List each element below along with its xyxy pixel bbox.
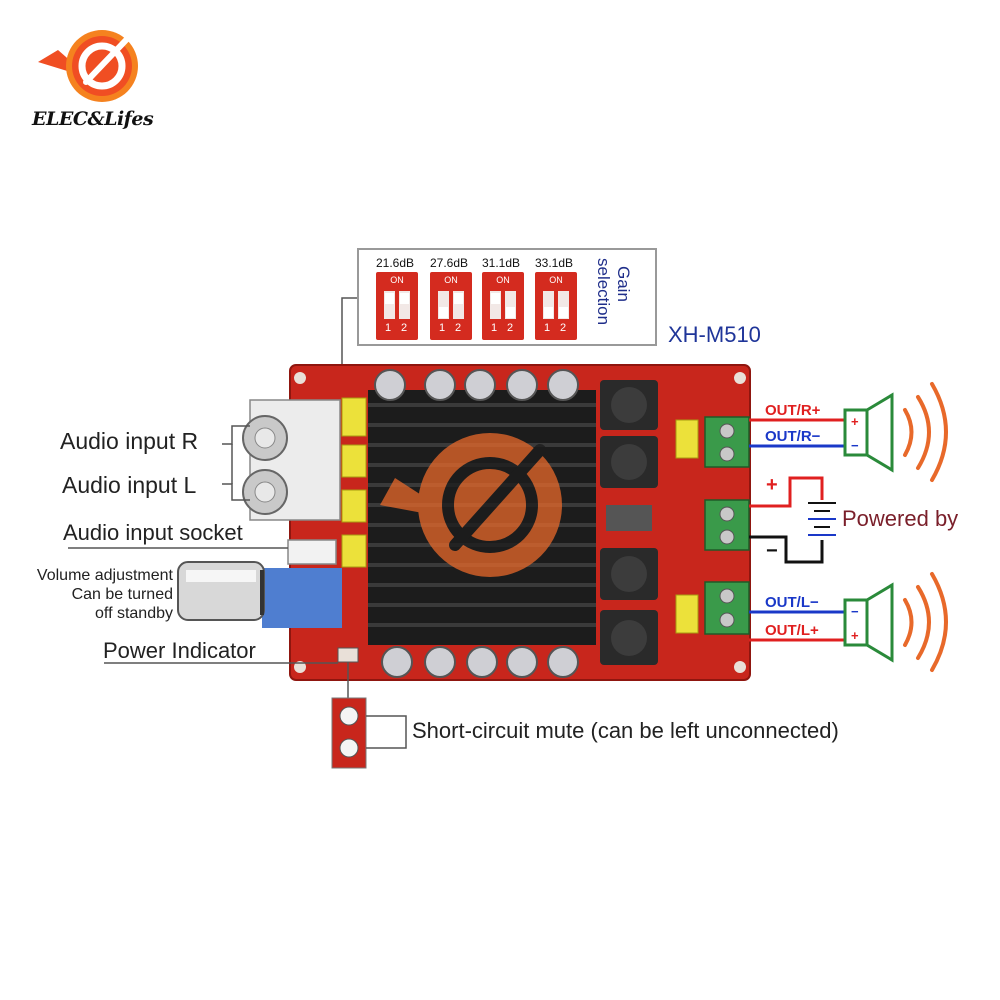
out-r-plus-label: OUT/R+ [765, 402, 821, 419]
dip-switch-number: 1 [491, 322, 498, 334]
dip-switch-number: 2 [455, 322, 462, 334]
svg-text:−: − [851, 438, 859, 453]
out-r-minus-label: OUT/R− [765, 428, 821, 445]
svg-text:+: + [851, 628, 859, 643]
audio-input-socket-label: Audio input socket [63, 520, 243, 545]
volume-adjustment-label: Volume adjustment Can be turned off stan… [37, 566, 173, 623]
short-circuit-mute-label: Short-circuit mute (can be left unconnec… [412, 718, 839, 743]
gain-option-2-label: 27.6dB [430, 256, 469, 270]
gain-option-1-label: 21.6dB [376, 256, 415, 270]
dip-switch-33-1db: ON 1 2 [535, 272, 577, 340]
supply-minus-label: − [766, 540, 778, 562]
model-name: XH-M510 [668, 322, 761, 347]
dip-switch-number: 1 [439, 322, 446, 334]
supply-plus-label: + [766, 474, 778, 496]
dip-on-label: ON [390, 275, 404, 285]
powered-by-label: Powered by [842, 506, 959, 531]
out-l-plus-label: OUT/L+ [765, 622, 819, 639]
dip-switch-27-6db: ON 1 2 [430, 272, 472, 340]
dip-on-label: ON [549, 275, 563, 285]
gain-selection-label: Gain selection [593, 258, 633, 348]
audio-input-l-label: Audio input L [62, 472, 197, 498]
dip-switch-number: 2 [560, 322, 567, 334]
gain-option-4-label: 33.1dB [535, 256, 574, 270]
brand-logo-icon [38, 30, 138, 102]
dip-switch-21-6db: ON 1 2 [376, 272, 418, 340]
out-l-minus-label: OUT/L− [765, 594, 819, 611]
audio-input-r-label: Audio input R [60, 428, 199, 454]
volume-line3: off standby [95, 605, 173, 622]
svg-text:+: + [851, 414, 859, 429]
power-indicator-label: Power Indicator [103, 638, 256, 663]
volume-line1: Volume adjustment [36, 567, 173, 584]
svg-text:−: − [851, 604, 859, 619]
dip-on-label: ON [444, 275, 458, 285]
brand-name: ELEC&Lifes [32, 108, 154, 130]
gain-option-3-label: 31.1dB [482, 256, 521, 270]
volume-line2: Can be turned [71, 586, 173, 603]
gain-label-line1: Gain [614, 266, 633, 302]
dip-switch-number: 2 [401, 322, 408, 334]
gain-label-line2: selection [594, 258, 613, 326]
dip-switch-number: 1 [544, 322, 551, 334]
dip-switch-31-1db: ON 1 2 [482, 272, 524, 340]
dip-switch-number: 1 [385, 322, 392, 334]
dip-on-label: ON [496, 275, 510, 285]
dip-switch-number: 2 [507, 322, 514, 334]
